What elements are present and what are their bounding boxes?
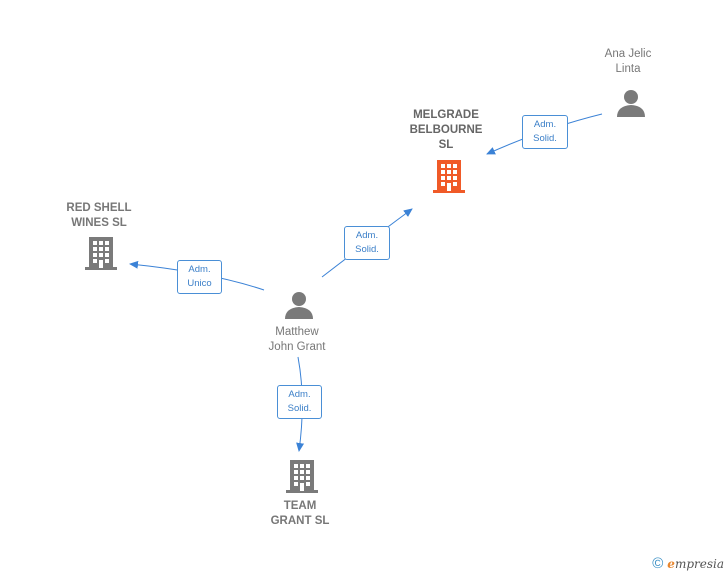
node-label-team: TEAM GRANT SL: [270, 500, 330, 527]
building-icon[interactable]: [432, 158, 466, 194]
node-label-ana: Ana Jelic Linta: [604, 48, 652, 75]
building-icon[interactable]: [84, 235, 118, 271]
person-icon[interactable]: [615, 88, 647, 118]
copyright-icon: ©: [652, 555, 664, 572]
person-icon[interactable]: [283, 290, 315, 320]
role-box-matthew-melgrade[interactable]: Adm. Solid.: [344, 226, 390, 260]
building-icon[interactable]: [285, 458, 319, 494]
node-label-melgrade: MELGRADE BELBOURNE SL: [409, 109, 483, 151]
node-label-matthew: Matthew John Grant: [268, 326, 326, 353]
footer-brand: © empresia: [652, 555, 724, 572]
role-box-matthew-team[interactable]: Adm. Solid.: [277, 385, 322, 419]
role-box-ana-melgrade[interactable]: Adm. Solid.: [522, 115, 568, 149]
node-label-redshell: RED SHELL WINES SL: [66, 202, 132, 229]
brand-logo: empresia: [667, 556, 724, 571]
role-box-matthew-redshell[interactable]: Adm. Unico: [177, 260, 222, 294]
